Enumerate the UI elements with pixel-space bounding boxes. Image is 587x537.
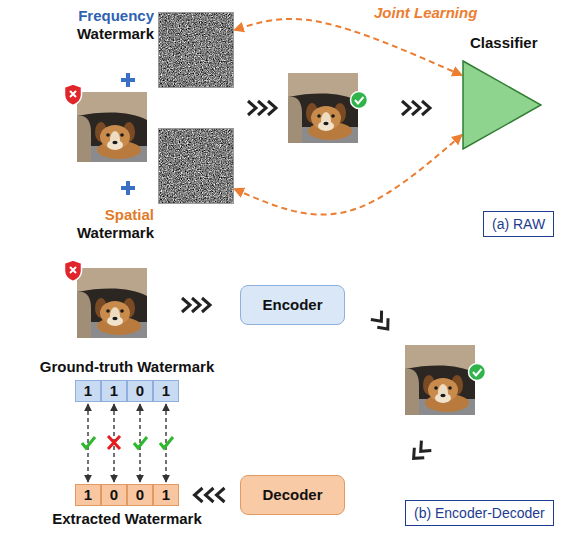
flow-chevron xyxy=(371,311,393,334)
panel-label: (a) RAW xyxy=(492,215,545,233)
noise-fill xyxy=(158,12,234,88)
classifier-label: Classifier xyxy=(470,34,538,52)
match-check xyxy=(160,437,173,448)
bit-cell: 1 xyxy=(153,484,179,506)
module-label: Decoder xyxy=(262,486,322,504)
bit-value: 1 xyxy=(110,382,118,400)
watermark-label: Frequency xyxy=(78,7,154,25)
bit-value: 0 xyxy=(136,486,144,504)
bit-value: 0 xyxy=(136,382,144,400)
watermark-pattern: FrequencyWatermark xyxy=(158,12,234,88)
watermark-pattern: SpatialWatermark xyxy=(158,128,234,204)
decoder-box: Decoder xyxy=(240,475,345,515)
noise-image xyxy=(158,12,234,88)
panel-tag: (a) RAW xyxy=(483,211,554,237)
panel-tag: (b) Encoder-Decoder xyxy=(405,500,554,526)
protected-icon xyxy=(469,364,486,381)
plus-sign xyxy=(121,73,135,87)
bit-cell: 0 xyxy=(127,380,153,402)
joint-learning-arrow xyxy=(234,19,462,75)
module-label: Encoder xyxy=(262,296,322,314)
panel-label: (b) Encoder-Decoder xyxy=(414,504,545,522)
bit-value: 0 xyxy=(110,486,118,504)
watermarked-image xyxy=(288,73,358,143)
noise-border xyxy=(159,129,234,204)
flow-chevron xyxy=(195,488,225,502)
match-check xyxy=(134,437,147,448)
bit-row: Extracted Watermark1001 xyxy=(75,484,179,506)
flow-chevron xyxy=(409,441,432,464)
watermark-label: Watermark xyxy=(77,25,154,43)
classifier-shape xyxy=(462,60,542,150)
classifier-triangle xyxy=(463,61,541,149)
watermarked-image xyxy=(405,345,475,415)
flow-chevron xyxy=(402,101,430,115)
watermark-label: Spatial xyxy=(105,206,154,224)
edge-label: Joint Learning xyxy=(372,4,479,22)
flow-chevron xyxy=(182,298,210,312)
joint-learning-arrow xyxy=(234,135,462,215)
classifier-triangle: Classifier xyxy=(462,60,542,150)
bit-value: 1 xyxy=(84,382,92,400)
watermark-label: Watermark xyxy=(77,224,154,242)
noise-fill xyxy=(158,128,234,204)
bit-cell: 1 xyxy=(75,484,101,506)
match-check xyxy=(82,437,95,448)
bit-cell: 0 xyxy=(101,484,127,506)
bit-value: 1 xyxy=(162,486,170,504)
bit-value: 1 xyxy=(84,486,92,504)
bit-cell: 0 xyxy=(127,484,153,506)
source-image xyxy=(77,92,147,162)
noise-border xyxy=(159,13,234,88)
bit-value: 1 xyxy=(162,382,170,400)
row-title: Ground-truth Watermark xyxy=(40,358,214,376)
flow-chevron xyxy=(248,101,276,115)
row-title: Extracted Watermark xyxy=(52,510,202,528)
encoder-box: Encoder xyxy=(240,285,345,325)
bit-cell: 1 xyxy=(153,380,179,402)
noise-image xyxy=(158,128,234,204)
source-image xyxy=(77,268,147,338)
mismatch-cross xyxy=(108,436,120,449)
unprotected-icon xyxy=(65,84,82,106)
bit-cell: 1 xyxy=(75,380,101,402)
bit-row: Ground-truth Watermark1101 xyxy=(75,380,179,402)
protected-icon xyxy=(351,92,368,109)
plus-sign xyxy=(121,181,135,195)
unprotected-icon xyxy=(65,260,82,282)
bit-cell: 1 xyxy=(101,380,127,402)
